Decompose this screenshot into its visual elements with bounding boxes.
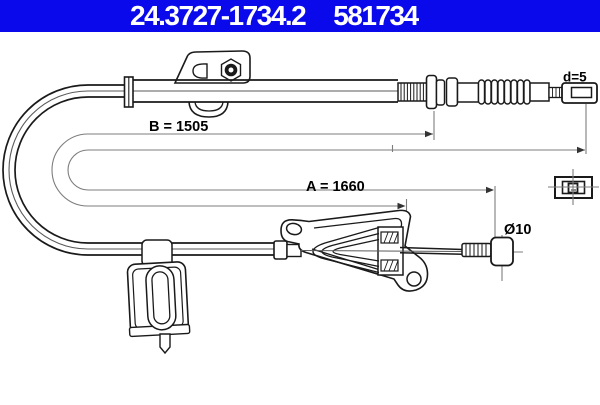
cable-clip — [126, 239, 191, 355]
bracket-hole-right — [406, 271, 422, 287]
cable-loop — [2, 84, 398, 256]
part-number-secondary: 581734 — [333, 0, 419, 31]
bellows-boot — [477, 79, 531, 105]
inner-cable-end — [300, 236, 514, 267]
endview-centerline — [548, 169, 599, 205]
header-bar: 24.3727-1734.2 581734 — [0, 0, 600, 32]
collar — [445, 77, 459, 107]
dimension-a-line — [67, 149, 585, 191]
dimension-b-line — [51, 133, 433, 207]
end-diameter-label: d=5 — [563, 70, 587, 85]
dimension-b-label: B = 1505 — [149, 119, 208, 135]
dimension-a-label: A = 1660 — [306, 179, 365, 195]
funnel-guide — [312, 226, 380, 274]
barrel-nipple — [490, 236, 514, 267]
bracket-slot — [192, 63, 208, 79]
cable-diagram: B = 1505 A = 1660 d=5 Ø10 — [2, 50, 599, 355]
clamp-strap — [188, 101, 229, 118]
top-bracket — [173, 50, 251, 118]
flange-washer — [425, 74, 438, 110]
threaded-rod — [397, 82, 428, 102]
conduit-ferrule — [273, 240, 288, 260]
sleeve-tube — [123, 76, 398, 108]
dimension-arrows — [397, 130, 585, 210]
dimension-lines — [51, 104, 599, 281]
clip-pin — [159, 333, 171, 355]
nipple-diameter-label: Ø10 — [504, 222, 531, 238]
adjuster-assembly — [397, 74, 598, 110]
part-number-primary: 24.3727-1734.2 — [130, 0, 307, 31]
bracket-hole-left — [285, 222, 303, 236]
diagram-area: B = 1505 A = 1660 d=5 Ø10 — [0, 32, 600, 400]
